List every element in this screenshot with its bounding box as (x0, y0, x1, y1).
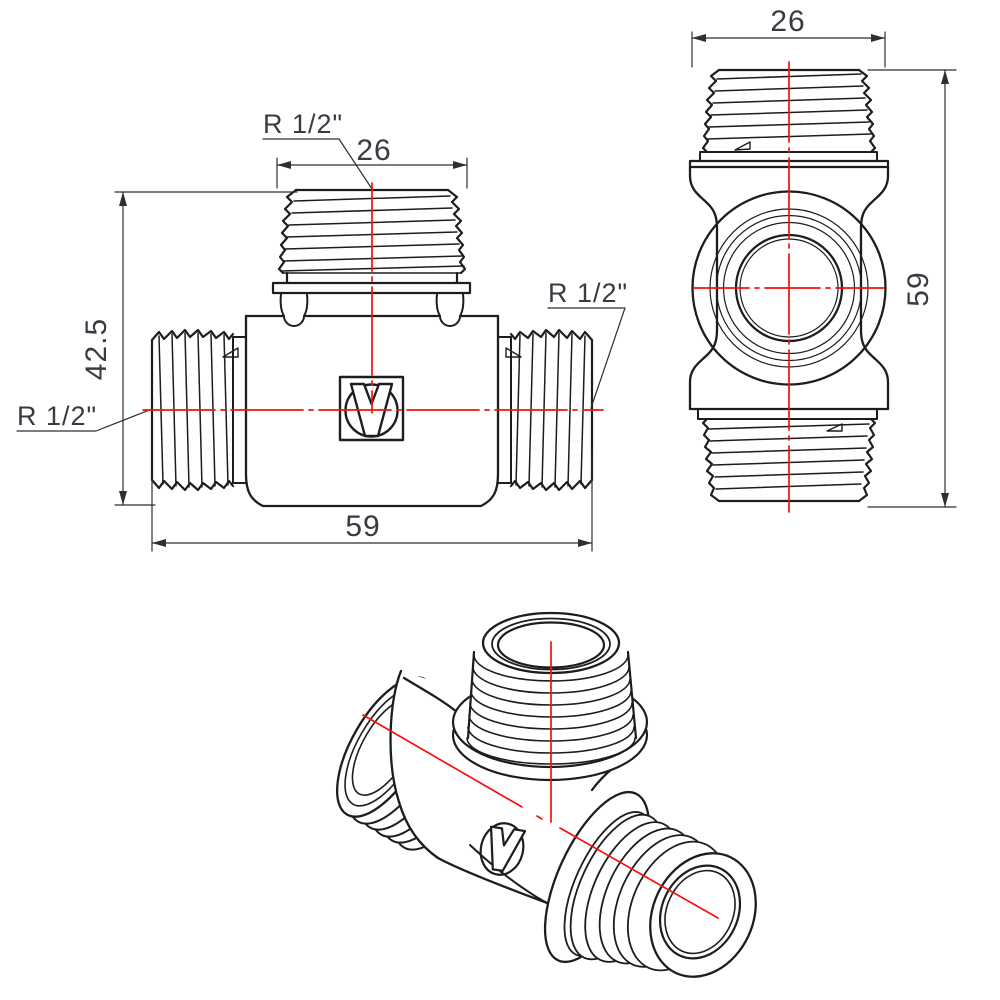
side-bottom-thread (697, 408, 878, 503)
iso-centerlines (362, 641, 719, 919)
front-dim-26-label: 26 (356, 134, 391, 167)
front-dim-59-label: 59 (345, 510, 380, 543)
iso-right-branch (543, 790, 757, 978)
front-thread-label-top: R 1/2" (263, 109, 343, 139)
front-dim-26 (276, 157, 468, 189)
front-dim-59 (151, 449, 593, 552)
front-body (244, 293, 500, 508)
front-view: 26 42.5 59 R 1/2" R 1/2" R 1/2" (16, 109, 628, 552)
side-dim-26 (691, 31, 886, 68)
front-centerlines (142, 182, 604, 414)
side-dim-59 (867, 69, 957, 508)
side-view: 26 59 (688, 5, 957, 513)
side-centerlines (693, 61, 885, 513)
front-dim-42-5-label: 42.5 (80, 318, 113, 380)
iso-brand-logo-v (479, 822, 527, 876)
front-leaders (16, 138, 626, 432)
isometric-view (335, 611, 757, 978)
front-thread-label-right: R 1/2" (548, 278, 628, 308)
front-thread-label-left: R 1/2" (17, 401, 97, 431)
front-dim-42-5 (114, 191, 298, 506)
side-dim-59-label: 59 (902, 271, 935, 306)
side-dim-26-label: 26 (770, 5, 805, 38)
